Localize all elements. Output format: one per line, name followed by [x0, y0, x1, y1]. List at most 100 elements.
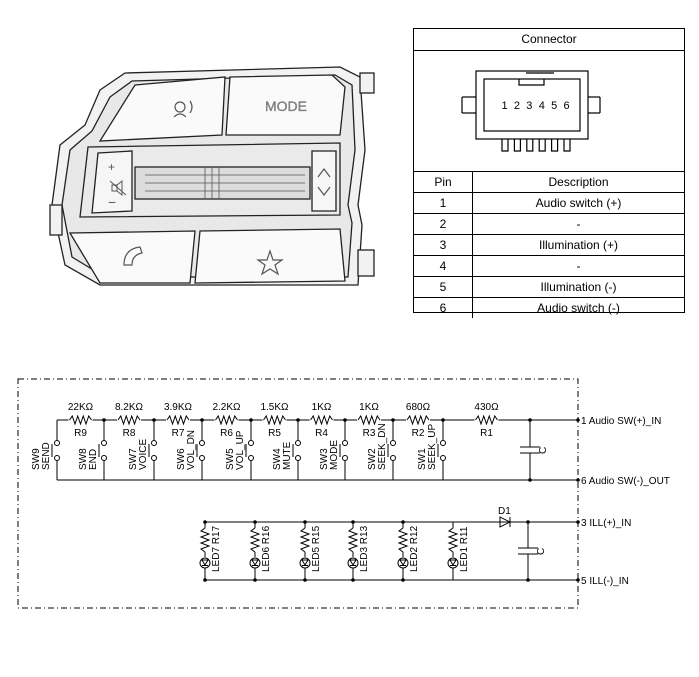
- pin-number: 2: [414, 213, 473, 235]
- junction-dot: [351, 578, 355, 582]
- switch-function: SEEK_UP: [427, 424, 438, 470]
- resistor-name: R6: [220, 428, 233, 439]
- led-label: LED2 R12: [409, 525, 420, 572]
- connector-pin: [501, 139, 509, 152]
- audio-capacitor: [520, 420, 540, 480]
- led-label: LED7 R17: [211, 525, 222, 572]
- pin-number: 5: [414, 276, 473, 298]
- resistor-value: 430Ω: [474, 402, 499, 413]
- connector-pin: [538, 139, 546, 152]
- junction-dot: [351, 520, 355, 524]
- pin-table-header: Pin Description: [414, 172, 684, 193]
- resistor-name: R8: [123, 428, 136, 439]
- diode-label: D1: [498, 506, 511, 517]
- junction-dot: [253, 520, 257, 524]
- connector-pin-number: 3: [526, 100, 532, 112]
- connector-pin-number: 5: [551, 100, 557, 112]
- resistor-gap: [117, 415, 141, 425]
- resistor-r4: [310, 414, 333, 426]
- description-column-header: Description: [548, 175, 609, 189]
- resistor-gap: [309, 415, 334, 425]
- pin-description: -: [472, 213, 684, 235]
- resistor-r6: [215, 414, 238, 426]
- resistor-name: R2: [412, 428, 425, 439]
- pin-number: 6: [414, 297, 473, 318]
- switch-function: SEEK_DN: [377, 423, 388, 470]
- connector-pin: [563, 139, 571, 152]
- mode-label: MODE: [265, 98, 307, 114]
- mute-icon: [109, 179, 127, 197]
- switch-function: SEND: [41, 442, 52, 470]
- volume-rocker[interactable]: [91, 150, 133, 214]
- resistor-r1: [475, 414, 498, 426]
- resistor-gap: [68, 415, 93, 425]
- switch-function: VOICE: [138, 439, 149, 470]
- switch-name: SW3: [319, 448, 330, 470]
- voice-icon: [173, 100, 193, 118]
- switch-name: SW2: [367, 448, 378, 470]
- resistor-gap: [357, 415, 381, 425]
- mounting-tab-right-lower: [357, 249, 375, 277]
- junction-dot: [203, 520, 207, 524]
- plus-icon: +: [108, 160, 115, 174]
- connector-pin-number: 6: [564, 100, 570, 112]
- diode-d1: [499, 516, 512, 528]
- junction-dot: [401, 520, 405, 524]
- switch-name: SW8: [78, 448, 89, 470]
- chevron-up-icon: [317, 168, 331, 178]
- switch-function: MODE: [329, 440, 340, 470]
- resistor-r3: [357, 414, 381, 426]
- resistor-name: R3: [363, 428, 376, 439]
- led-label: LED3 R13: [359, 525, 370, 572]
- led-led1: LED1 R11: [447, 522, 470, 580]
- connector-pin-number: 4: [539, 100, 545, 112]
- resistor-name: R7: [172, 428, 185, 439]
- switch-function: VOL_UP: [235, 430, 246, 470]
- voice-button[interactable]: [98, 76, 226, 142]
- junction-dot: [343, 418, 347, 422]
- resistor-name: R9: [74, 428, 87, 439]
- call-button[interactable]: [68, 230, 196, 284]
- junction-dot: [401, 578, 405, 582]
- resistor-gap: [474, 415, 499, 425]
- switch-function: VOL_DN: [186, 430, 197, 470]
- junction-dot: [203, 578, 207, 582]
- terminal-3-label: 3 ILL(+)_IN: [581, 518, 631, 529]
- switch-name: SW4: [272, 448, 283, 470]
- resistor-value: 680Ω: [406, 402, 431, 413]
- resistor-gap: [214, 415, 239, 425]
- resistor-gap: [406, 415, 430, 425]
- resistor-r8: [117, 414, 141, 426]
- star-button[interactable]: [194, 228, 346, 284]
- switch-name: SW9: [31, 448, 42, 470]
- pin-description: Illumination (-): [472, 276, 684, 298]
- mode-button[interactable]: [225, 74, 346, 136]
- junction-dot: [253, 578, 257, 582]
- pin-number: 1: [414, 192, 473, 214]
- junction-dot: [303, 520, 307, 524]
- junction-dot: [249, 418, 253, 422]
- mounting-tab-left: [49, 204, 63, 236]
- resistor-r5: [263, 414, 286, 426]
- table-row: 4-: [414, 255, 684, 277]
- junction-dot: [303, 578, 307, 582]
- resistor-gap: [262, 415, 287, 425]
- resistor-value: 2.2KΩ: [212, 402, 241, 413]
- circuit-schematic: 22KΩR98.2KΩR83.9KΩR72.2KΩR61.5KΩR51KΩR41…: [17, 378, 670, 609]
- junction-dot: [576, 520, 580, 524]
- junction-dot: [152, 418, 156, 422]
- seek-rocker[interactable]: [311, 150, 337, 212]
- resistor-r7: [166, 414, 190, 426]
